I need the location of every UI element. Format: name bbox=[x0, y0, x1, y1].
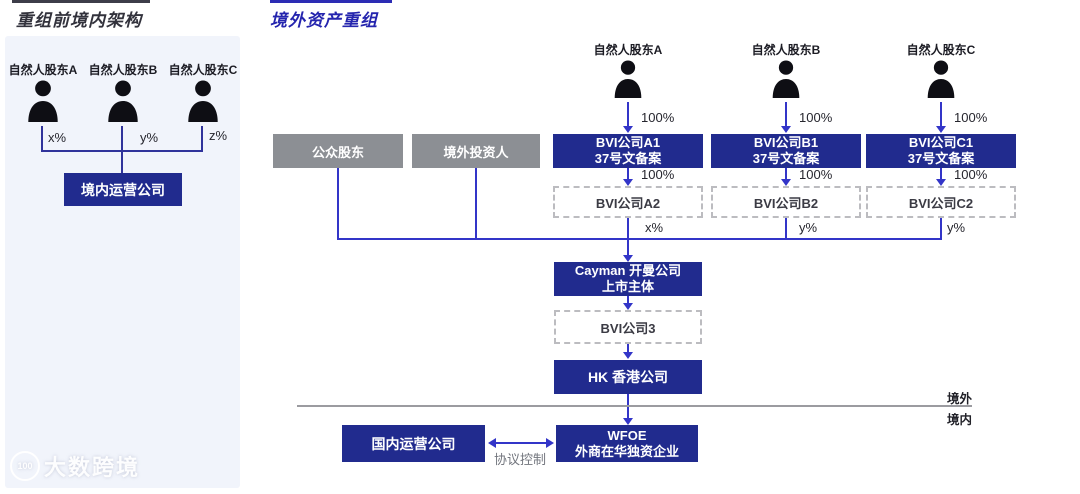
bvi-b2-box: BVI公司B2 bbox=[711, 186, 861, 218]
connector-line bbox=[940, 102, 942, 126]
arrow-down-icon bbox=[936, 126, 946, 133]
watermark: 100 大数跨境 bbox=[10, 450, 140, 482]
connector-line bbox=[121, 126, 123, 152]
connector-line bbox=[41, 126, 43, 152]
shareholder-a-label: 自然人股东A bbox=[8, 63, 78, 77]
top-rule-left bbox=[12, 0, 150, 3]
bvi-b1-box: BVI公司B1 37号文备案 bbox=[711, 134, 861, 168]
connector-line bbox=[337, 168, 339, 239]
person-icon bbox=[105, 80, 141, 127]
arrow-down-icon bbox=[623, 179, 633, 186]
offshore-label: 境外 bbox=[946, 392, 972, 406]
arrow-down-icon bbox=[623, 418, 633, 425]
bvi-a2-box: BVI公司A2 bbox=[553, 186, 703, 218]
arrow-down-icon bbox=[936, 179, 946, 186]
cayman-listing-box: Cayman 开曼公司 上市主体 bbox=[554, 262, 702, 296]
offshore-shareholder-b-label: 自然人股东B bbox=[751, 43, 821, 57]
right-section-title: 境外资产重组 bbox=[270, 11, 378, 30]
arrow-down-icon bbox=[781, 179, 791, 186]
top-rule-right bbox=[270, 0, 392, 3]
shareholder-c-label: 自然人股东C bbox=[168, 63, 238, 77]
offshore-shareholder-a-label: 自然人股东A bbox=[593, 43, 663, 57]
left-section-title: 重组前境内架构 bbox=[16, 11, 142, 30]
arrow-down-icon bbox=[623, 352, 633, 359]
arrow-down-icon bbox=[623, 255, 633, 262]
pct-label: 100% bbox=[799, 167, 833, 182]
bvi-c1-line2: 37号文备案 bbox=[907, 151, 975, 166]
bvi-b1-line1: BVI公司B1 bbox=[753, 135, 819, 150]
connector-line bbox=[201, 126, 203, 152]
arrow-right-icon bbox=[546, 438, 554, 448]
wfoe-box: WFOE 外商在华独资企业 bbox=[556, 425, 698, 462]
person-icon bbox=[924, 60, 958, 103]
bvi-a1-box: BVI公司A1 37号文备案 bbox=[553, 134, 703, 168]
arrow-down-icon bbox=[781, 126, 791, 133]
cayman-line1: Cayman 开曼公司 bbox=[574, 263, 682, 278]
domestic-operating-company-box: 境内运营公司 bbox=[64, 173, 182, 206]
connector-line bbox=[627, 344, 629, 353]
connector-line bbox=[785, 168, 787, 179]
pct-label: x% bbox=[645, 220, 664, 235]
collector-line bbox=[337, 238, 942, 240]
pct-label: 100% bbox=[799, 110, 833, 125]
domestic-opco-box: 国内运营公司 bbox=[342, 425, 485, 462]
bvi-c2-box: BVI公司C2 bbox=[866, 186, 1016, 218]
connector-line bbox=[627, 218, 629, 255]
bvi-b1-line2: 37号文备案 bbox=[752, 151, 820, 166]
bvi-3-box: BVI公司3 bbox=[554, 310, 702, 344]
shareholder-b-label: 自然人股东B bbox=[88, 63, 158, 77]
bvi-a1-line1: BVI公司A1 bbox=[595, 135, 661, 150]
person-icon bbox=[611, 60, 645, 103]
connector-line bbox=[121, 150, 123, 173]
pct-label: 100% bbox=[641, 167, 675, 182]
pct-label: 100% bbox=[954, 167, 988, 182]
arrow-down-icon bbox=[623, 303, 633, 310]
connector-line bbox=[940, 168, 942, 179]
bvi-a1-line2: 37号文备案 bbox=[594, 151, 662, 166]
pct-label: x% bbox=[48, 130, 67, 145]
hk-company-box: HK 香港公司 bbox=[554, 360, 702, 394]
cayman-line2: 上市主体 bbox=[601, 279, 654, 294]
vie-arrow-line bbox=[496, 442, 546, 444]
person-icon bbox=[769, 60, 803, 103]
pct-label: y% bbox=[140, 130, 159, 145]
offshore-investors-box: 境外投资人 bbox=[412, 134, 540, 168]
pct-label: y% bbox=[799, 220, 818, 235]
person-icon bbox=[25, 80, 61, 127]
connector-line bbox=[475, 168, 477, 239]
person-icon bbox=[185, 80, 221, 127]
arrow-down-icon bbox=[623, 126, 633, 133]
pct-label: 100% bbox=[641, 110, 675, 125]
pct-label: z% bbox=[209, 128, 228, 143]
public-shareholders-box: 公众股东 bbox=[273, 134, 403, 168]
arrow-left-icon bbox=[488, 438, 496, 448]
pct-label: y% bbox=[947, 220, 966, 235]
connector-line bbox=[785, 218, 787, 239]
connector-line bbox=[627, 102, 629, 126]
wfoe-line1: WFOE bbox=[607, 427, 647, 443]
watermark-logo-icon: 100 bbox=[10, 451, 40, 481]
bvi-c1-line1: BVI公司C1 bbox=[908, 135, 974, 150]
vie-control-label: 协议控制 bbox=[494, 452, 547, 467]
bvi-c1-box: BVI公司C1 37号文备案 bbox=[866, 134, 1016, 168]
wfoe-line2: 外商在华独资企业 bbox=[574, 443, 679, 459]
connector-line bbox=[627, 296, 629, 304]
onshore-label: 境内 bbox=[946, 413, 972, 427]
pct-label: 100% bbox=[954, 110, 988, 125]
offshore-shareholder-c-label: 自然人股东C bbox=[906, 43, 976, 57]
connector-line bbox=[940, 218, 942, 239]
watermark-text: 大数跨境 bbox=[44, 455, 141, 480]
connector-line bbox=[627, 168, 629, 179]
connector-line bbox=[785, 102, 787, 126]
border-divider-line bbox=[297, 405, 972, 407]
